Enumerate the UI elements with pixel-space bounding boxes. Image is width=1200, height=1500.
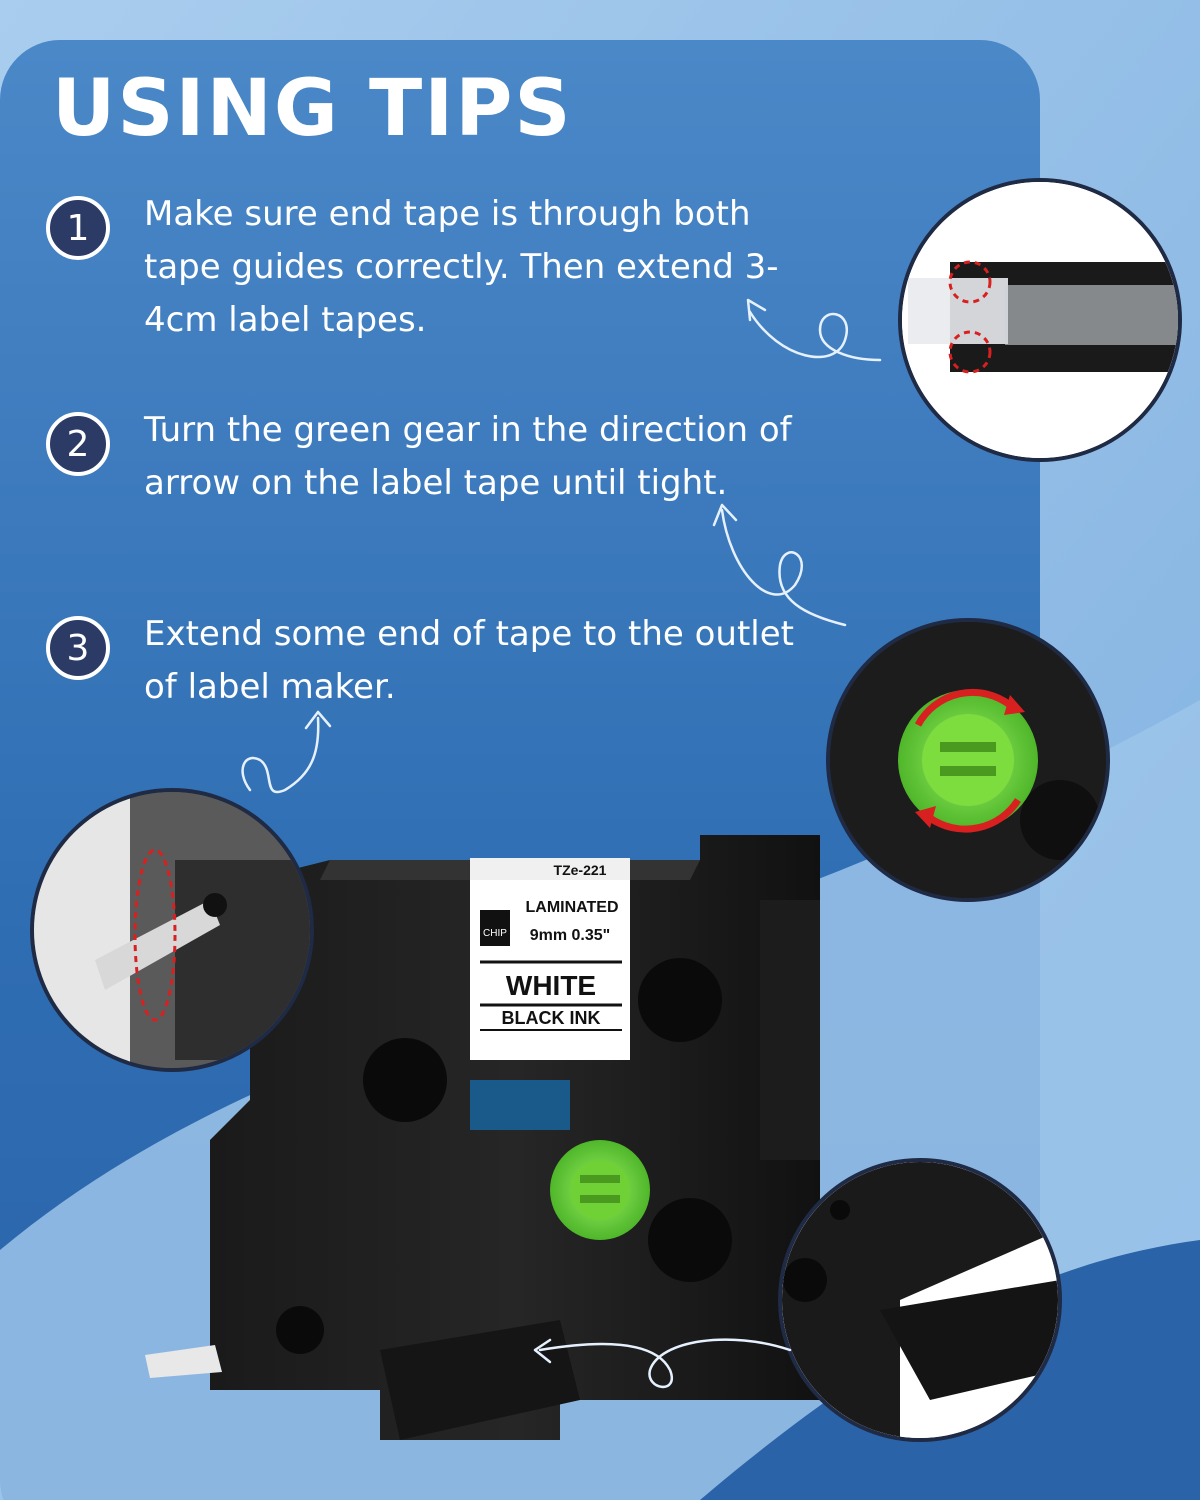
label-ink-color: BLACK INK: [502, 1008, 601, 1028]
zoom-cartridge-clip: [778, 1158, 1062, 1442]
label-size: 9mm 0.35": [530, 927, 611, 944]
step-number-badge: 2: [46, 412, 110, 476]
step-text: Make sure end tape is through both tape …: [144, 194, 779, 340]
step-text: Turn the green gear in the direction of …: [144, 410, 792, 503]
label-chip: CHIP: [483, 928, 507, 939]
curly-arrow-icon: [241, 298, 882, 1389]
step-number-badge: 1: [46, 196, 110, 260]
zoom-tape-outlet: [30, 788, 314, 1072]
step-number-badge: 3: [46, 616, 110, 680]
zoom-tape-guides: [898, 178, 1182, 462]
label-tape-color: WHITE: [506, 970, 596, 1001]
label-code: TZe-221: [554, 862, 607, 878]
label-type: LAMINATED: [525, 899, 618, 916]
zoom-green-gear: [826, 618, 1110, 902]
page-title: USING TIPS: [52, 64, 573, 154]
tape-cartridge: [145, 835, 820, 1440]
step-text: Extend some end of tape to the outlet of…: [144, 614, 794, 707]
cartridge-label: TZe-221 LAMINATED CHIP 9mm 0.35" WHITE B…: [483, 862, 618, 1028]
